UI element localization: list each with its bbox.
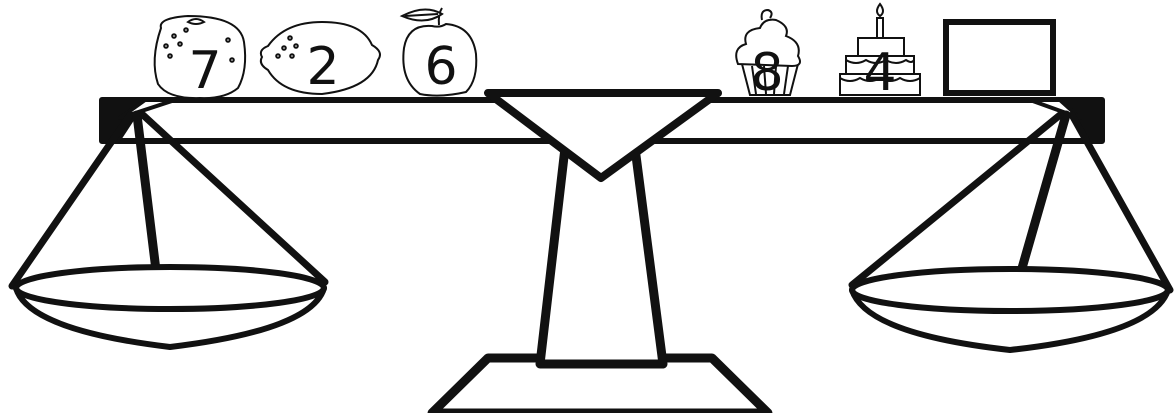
right-items: 8 4 — [736, 4, 1053, 103]
right-item-3[interactable] — [946, 22, 1053, 93]
right-pan — [852, 115, 1170, 350]
left-items: 7 2 6 — [155, 8, 477, 101]
left-pan — [12, 115, 325, 347]
right-item-2-number: 4 — [863, 43, 896, 103]
left-item-3-number: 6 — [424, 37, 457, 97]
left-pan-rim — [16, 267, 324, 309]
right-item-1-number: 8 — [750, 43, 783, 103]
right-pan-rim — [852, 269, 1168, 311]
right-pan-string-outer — [1072, 115, 1170, 290]
left-item-1-number: 7 — [188, 41, 221, 101]
left-item-1: 7 — [155, 16, 246, 101]
left-item-2-number: 2 — [306, 37, 339, 97]
left-item-3: 6 — [402, 8, 476, 97]
right-item-1: 8 — [736, 10, 800, 103]
right-item-2: 4 — [840, 4, 920, 103]
left-item-2: 2 — [261, 22, 380, 97]
left-pan-string-outer — [12, 115, 130, 286]
scale-stand — [432, 148, 768, 413]
empty-answer-box[interactable] — [946, 22, 1053, 93]
